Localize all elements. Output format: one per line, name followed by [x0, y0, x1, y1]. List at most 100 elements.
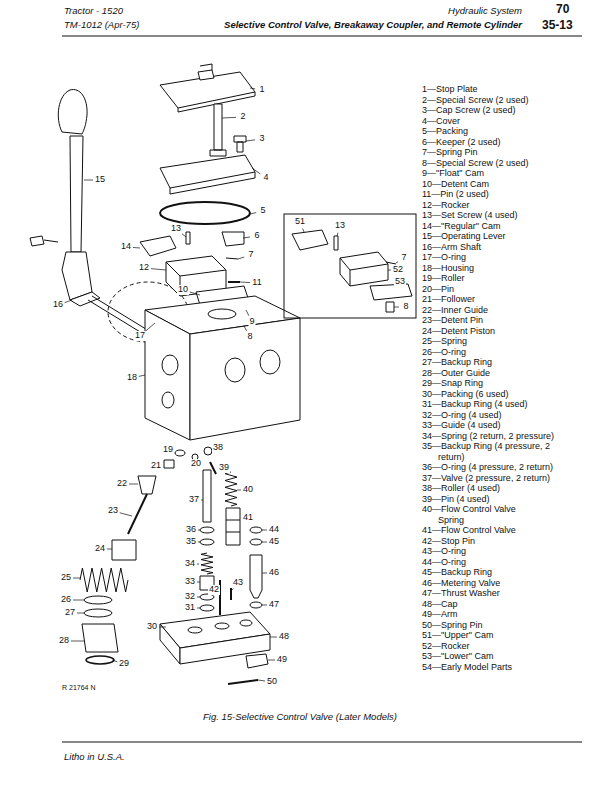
parts-list-entry: 23—Detent Pin [422, 315, 598, 326]
parts-list-entry: 41—Flow Control Valve [422, 525, 522, 536]
parts-list-entry: 49—Arm [422, 609, 598, 620]
callout-number: 25 [60, 573, 72, 583]
leader-line [159, 627, 166, 628]
parts-list-entry: 36—O-ring (4 pressure, 2 return) [422, 462, 598, 473]
leader-line [238, 257, 244, 259]
follower [164, 460, 174, 468]
leader-line [198, 530, 200, 531]
leader-line [262, 573, 267, 574]
callout-number: 38 [212, 443, 224, 453]
callout-number: 9 [248, 317, 255, 327]
leader-line [262, 530, 267, 531]
regular-cam [140, 236, 176, 256]
leader-line [107, 549, 112, 550]
parts-list-entry: 45—Backup Ring [422, 567, 598, 578]
detent-piston [112, 540, 136, 560]
callout-number: 43 [232, 578, 244, 588]
leader-line [222, 117, 236, 119]
page-header: 70 [556, 3, 569, 16]
leader-line [197, 597, 200, 598]
snap-ring [86, 656, 114, 664]
callout-number: 20 [190, 459, 202, 469]
outer-guide [82, 624, 118, 652]
leader-line [246, 310, 249, 316]
leader-line [250, 88, 255, 90]
leader-line [120, 513, 132, 516]
callout-number: 34 [184, 559, 196, 569]
callout-number: 50 [266, 677, 278, 687]
leader-line [244, 326, 247, 331]
leader-line [237, 490, 241, 491]
parts-list-entry: 42—Stop Pin [422, 536, 598, 547]
callout-number: 12 [138, 263, 150, 273]
callout-number: 5 [259, 206, 266, 216]
callout-number: 14 [120, 242, 132, 252]
leader-line [84, 180, 93, 181]
o-ring [230, 588, 232, 600]
leader-line [190, 292, 200, 295]
parts-list-entry: 54—Early Model Parts [422, 662, 598, 673]
parts-list-entry: 20—Pin [422, 284, 598, 295]
o-ring [84, 609, 112, 617]
leader-line [197, 608, 200, 609]
leader-line [262, 605, 267, 606]
parts-list-entry: 29—Snap Ring [422, 378, 598, 389]
parts-list-entry: 4—Cover [422, 116, 598, 127]
parts-list-entry: 6—Keeper (2 used) [422, 137, 598, 148]
cap-screw [234, 136, 246, 152]
early-model-inset [284, 214, 416, 318]
callout-number: 19 [162, 445, 174, 455]
callout-number: 44 [268, 525, 280, 535]
callout-number: 48 [278, 632, 290, 642]
cover [160, 155, 255, 194]
packing [160, 202, 250, 224]
callout-number: 28 [58, 636, 70, 646]
leader-line [396, 262, 398, 263]
parts-list-entry: 32—O-ring (4 used) [422, 410, 598, 421]
leader-line [303, 228, 304, 232]
leader-line [71, 641, 84, 642]
set-screw [186, 232, 190, 244]
spring-pin [226, 258, 238, 259]
special-screw [386, 302, 394, 312]
parts-list-entry: 19—Roller [422, 273, 598, 284]
parts-list-entry: 28—Outer Guide [422, 368, 598, 379]
parts-list-entry: 3—Cap Screw (2 used) [422, 105, 598, 116]
parts-list-entry: 44—O-ring [422, 557, 598, 568]
leader-line [133, 247, 140, 249]
leader-line [151, 269, 166, 270]
callout-number: 4 [262, 173, 269, 183]
parts-list-entry: 25—Spring [422, 336, 598, 347]
callout-number: 51 [294, 217, 306, 227]
callout-number: 41 [242, 513, 254, 523]
leader-line [243, 237, 250, 238]
leader-line [129, 484, 138, 485]
parts-list-entry: 38—Roller (4 used) [422, 483, 598, 494]
page-header: TM-1012 (Apr-75) [64, 20, 139, 30]
page-header: Hydraulic System [448, 6, 522, 16]
callout-number: 40 [242, 485, 254, 495]
page-note: Litho in U.S.A. [64, 752, 125, 762]
leader-line [198, 542, 200, 543]
callout-number: 29 [118, 659, 130, 669]
page-header: 35-13 [542, 19, 573, 32]
detent-pin [128, 494, 147, 534]
parts-list-entry: 37—Valve (2 pressure, 2 return) [422, 473, 598, 484]
parts-list-entry: 17—O-ring [422, 252, 598, 263]
parts-list-entry: 12—Rocker [422, 200, 598, 211]
page-header: Tractor - 1520 [64, 6, 123, 16]
backup-ring [175, 450, 185, 456]
callout-number: 24 [94, 544, 106, 554]
spring-pin [228, 680, 258, 684]
parts-list-entry: 33—Guide (4 used) [422, 420, 598, 431]
spring [84, 596, 112, 604]
spring [201, 553, 213, 574]
parts-list-entry: 34—Spring (2 return, 2 pressure) [422, 431, 598, 442]
parts-list-entry: 26—O-ring [422, 347, 598, 358]
housing [145, 296, 300, 440]
operating-lever [30, 90, 154, 338]
leader-line [250, 213, 256, 214]
parts-list-entry: 51—"Upper" Cam [422, 630, 598, 641]
parts-list-entry: 21—Follower [422, 294, 598, 305]
footer-rule [62, 742, 582, 743]
